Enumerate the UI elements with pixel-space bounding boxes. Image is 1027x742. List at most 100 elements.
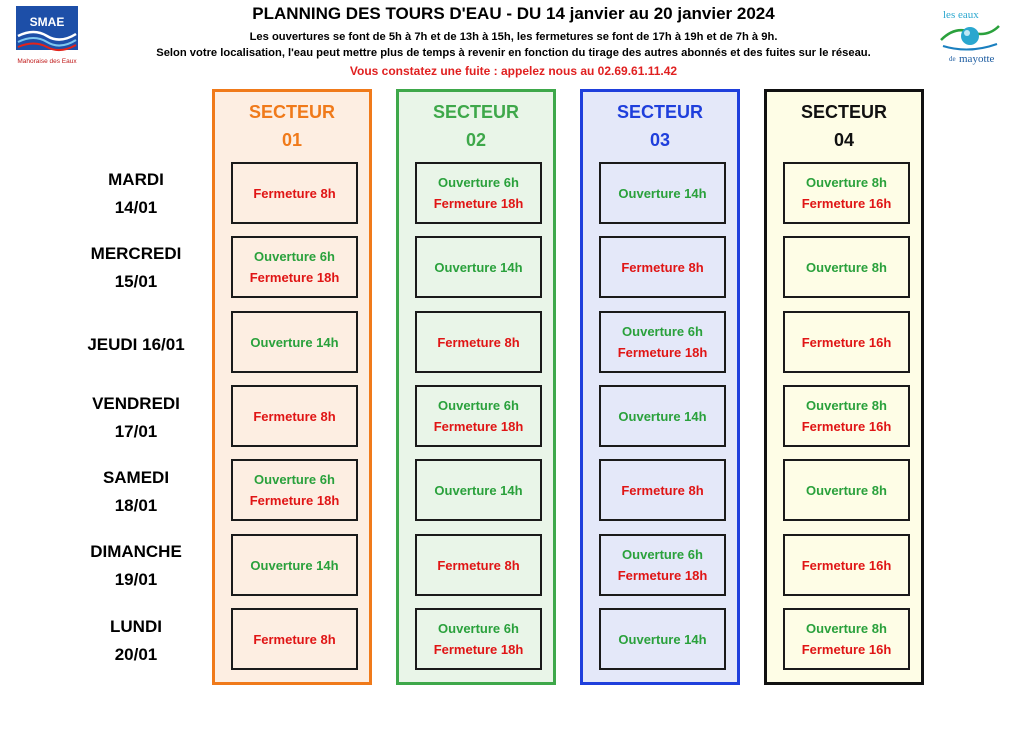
schedule-cell: Ouverture 8h Fermeture 16h <box>783 385 910 447</box>
day-name: SAMEDI <box>102 468 170 487</box>
schedule-cell: Fermeture 8h <box>415 534 542 596</box>
day-label: DIMANCHE 19/01 <box>66 538 206 594</box>
closing-time: Fermeture 16h <box>801 642 892 657</box>
location-info-line: Selon votre localisation, l'eau peut met… <box>156 47 871 59</box>
schedule-cell: Ouverture 8h <box>783 459 910 521</box>
schedule-cell: Ouverture 6h Fermeture 18h <box>599 534 726 596</box>
day-label: JEUDI 16/01 <box>66 331 206 359</box>
closing-time: Fermeture 16h <box>801 196 892 211</box>
schedule-cell: Ouverture 6h Fermeture 18h <box>415 162 542 224</box>
svg-text:les eaux: les eaux <box>943 9 979 21</box>
closing-time: Fermeture 8h <box>253 631 336 647</box>
opening-time: Ouverture 8h <box>806 482 887 498</box>
closing-time: Fermeture 18h <box>433 419 524 434</box>
schedule-cell: Ouverture 14h <box>599 385 726 447</box>
sector-header: SECTEUR 02 <box>399 98 553 154</box>
schedule-info-line: Les ouvertures se font de 5h à 7h et de … <box>249 31 778 43</box>
day-date: 17/01 <box>114 422 158 441</box>
schedule-cell: Ouverture 6h Fermeture 18h <box>231 459 358 521</box>
closing-time: Fermeture 8h <box>621 259 704 275</box>
smae-logo: SMAE Mahoraise des Eaux <box>14 4 80 66</box>
schedule-cell: Fermeture 8h <box>599 236 726 298</box>
schedule-cell: Fermeture 8h <box>599 459 726 521</box>
closing-time: Fermeture 18h <box>433 642 524 657</box>
day-date: 15/01 <box>114 272 158 291</box>
schedule-cell: Ouverture 14h <box>415 459 542 521</box>
leak-alert: Vous constatez une fuite : appelez nous … <box>349 64 678 78</box>
opening-time: Ouverture 6h <box>254 472 335 487</box>
schedule-cell: Ouverture 8h Fermeture 16h <box>783 162 910 224</box>
opening-time: Ouverture 14h <box>618 185 707 201</box>
sector-number: 04 <box>833 130 855 150</box>
day-label: MARDI 14/01 <box>66 166 206 222</box>
closing-time: Fermeture 18h <box>249 493 340 508</box>
opening-time: Ouverture 14h <box>618 631 707 647</box>
schedule-cell: Fermeture 8h <box>231 162 358 224</box>
closing-time: Fermeture 18h <box>433 196 524 211</box>
closing-time: Fermeture 8h <box>621 482 704 498</box>
schedule-cell: Ouverture 8h <box>783 236 910 298</box>
day-name: VENDREDI <box>92 394 180 413</box>
schedule-cell: Fermeture 8h <box>231 608 358 670</box>
sector-label: SECTEUR <box>432 102 519 122</box>
opening-time: Ouverture 6h <box>438 621 519 636</box>
sector-number: 02 <box>465 130 487 150</box>
closing-time: Fermeture 16h <box>801 334 892 350</box>
smae-tagline: Mahoraise des Eaux <box>17 58 77 65</box>
opening-time: Ouverture 8h <box>806 175 887 190</box>
sector-number: 01 <box>281 130 303 150</box>
day-name: DIMANCHE <box>90 542 182 561</box>
schedule-cell: Ouverture 6h Fermeture 18h <box>415 608 542 670</box>
day-name: MERCREDI <box>90 244 182 263</box>
schedule-cell: Fermeture 8h <box>415 311 542 373</box>
schedule-cell: Fermeture 8h <box>231 385 358 447</box>
day-name: MARDI <box>108 170 164 189</box>
day-date: 20/01 <box>114 645 158 664</box>
schedule-cell: Ouverture 14h <box>231 534 358 596</box>
opening-time: Ouverture 6h <box>438 175 519 190</box>
day-label: MERCREDI 15/01 <box>66 240 206 296</box>
day-label: SAMEDI 18/01 <box>66 464 206 520</box>
opening-time: Ouverture 14h <box>250 557 339 573</box>
schedule-cell: Ouverture 14h <box>231 311 358 373</box>
closing-time: Fermeture 8h <box>253 185 336 201</box>
closing-time: Fermeture 8h <box>253 408 336 424</box>
schedule-cell: Ouverture 14h <box>415 236 542 298</box>
opening-time: Ouverture 14h <box>618 408 707 424</box>
day-name: LUNDI <box>110 617 162 636</box>
sector-number: 03 <box>649 130 671 150</box>
day-date: 19/01 <box>114 570 158 589</box>
opening-time: Ouverture 8h <box>806 259 887 275</box>
closing-time: Fermeture 16h <box>801 419 892 434</box>
svg-text:de: de <box>949 55 956 63</box>
sector-label: SECTEUR <box>248 102 335 122</box>
les-eaux-de-mayotte-logo: les eaux de mayotte <box>935 4 1005 66</box>
sector-label: SECTEUR <box>616 102 703 122</box>
svg-text:SMAE: SMAE <box>30 15 65 29</box>
closing-time: Fermeture 18h <box>249 270 340 285</box>
opening-time: Ouverture 8h <box>806 621 887 636</box>
schedule-cell: Ouverture 8h Fermeture 16h <box>783 608 910 670</box>
schedule-cell: Fermeture 16h <box>783 534 910 596</box>
closing-time: Fermeture 16h <box>801 557 892 573</box>
day-date: 18/01 <box>114 496 158 515</box>
closing-time: Fermeture 18h <box>617 568 708 583</box>
schedule-cell: Ouverture 14h <box>599 162 726 224</box>
sector-header: SECTEUR 03 <box>583 98 737 154</box>
svg-text:mayotte: mayotte <box>959 53 995 65</box>
opening-time: Ouverture 6h <box>622 547 703 562</box>
schedule-cell: Ouverture 14h <box>599 608 726 670</box>
opening-time: Ouverture 14h <box>250 334 339 350</box>
closing-time: Fermeture 8h <box>437 334 520 350</box>
opening-time: Ouverture 14h <box>434 259 523 275</box>
opening-time: Ouverture 8h <box>806 398 887 413</box>
day-name: JEUDI 16/01 <box>87 335 185 354</box>
day-date: 14/01 <box>114 198 158 217</box>
